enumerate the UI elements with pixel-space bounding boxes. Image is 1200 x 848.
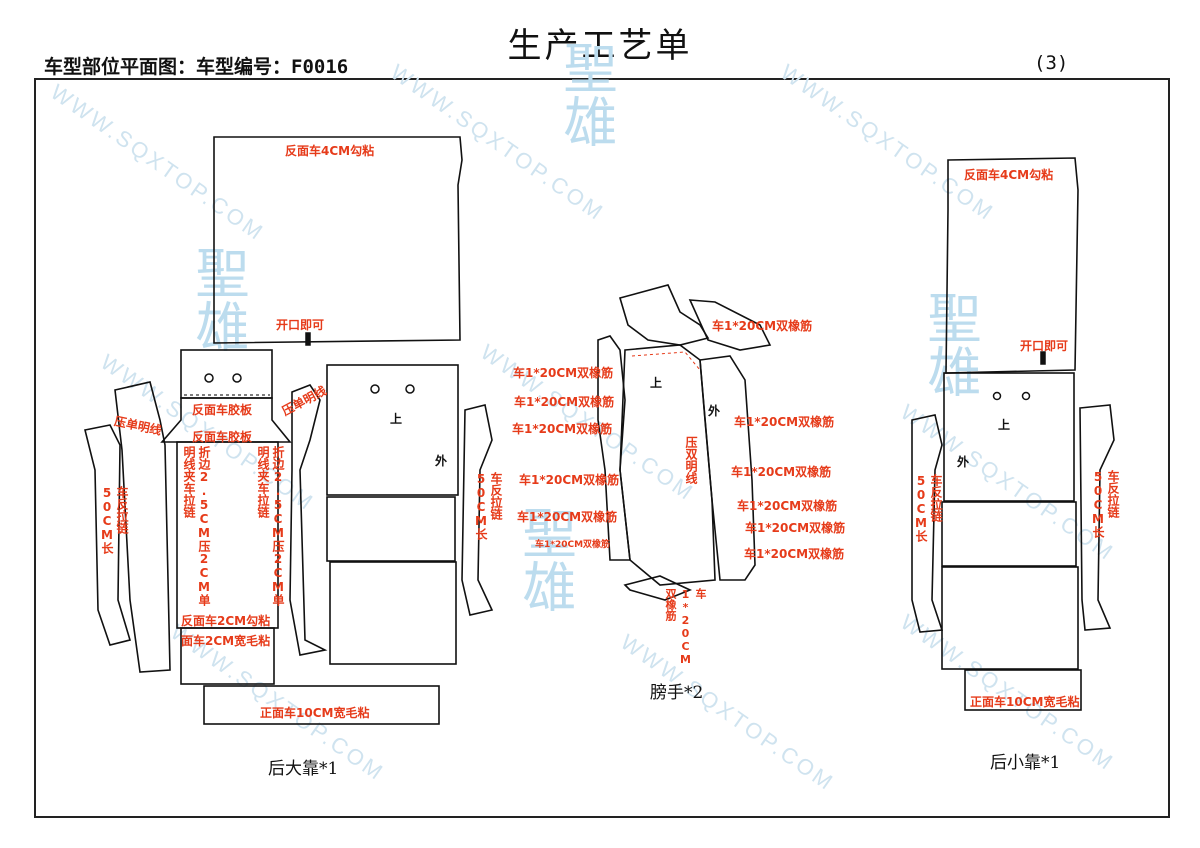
armrest-top-note: 车1*20CM双橡筋: [712, 319, 813, 333]
back-small-low: [941, 566, 1079, 670]
back-large-fold-right: 折边2.5CM压2CM单明线夹车拉链: [256, 446, 285, 606]
armrest-band-note: 车1*20CM双橡筋: [513, 366, 614, 380]
back-large-bottom-note: 反面车2CM勾粘: [181, 614, 271, 628]
back-large-bottom-block: [180, 627, 275, 685]
armrest-band-note: 车1*20CM双橡筋: [517, 510, 618, 524]
armrest-out-label: 外: [708, 404, 721, 418]
back-large-up-label: 上: [390, 412, 403, 426]
back-large-strip-note: 正面车10CM宽毛粘: [260, 706, 370, 720]
back-large-right-curve: [289, 384, 328, 656]
back-small-top-note: 反面车4CM勾粘: [964, 168, 1054, 182]
hole-icon: [992, 391, 1002, 401]
hole-icon: [204, 373, 214, 383]
armrest-right-note: 车1*20CM双橡筋: [731, 465, 832, 479]
armrest-press-note: 压双明线: [684, 436, 698, 484]
back-small-strip-note: 正面车10CM宽毛粘: [970, 695, 1080, 709]
armrest-band-note: 车1*20CM双橡筋: [535, 540, 611, 550]
back-small-up-label: 上: [998, 418, 1011, 432]
back-large-caption: 后大靠*1: [268, 759, 339, 779]
back-large-bottom-note2: 面车2CM宽毛粘: [181, 634, 271, 648]
slot-icon: [1040, 351, 1046, 365]
back-large-bottom-strip: [203, 685, 440, 725]
drawing-frame: [34, 78, 1170, 818]
armrest-band-note: 车1*20CM双橡筋: [519, 473, 620, 487]
back-large-top-panel: [213, 136, 463, 344]
hole-icon: [405, 384, 415, 394]
back-small-left-side: [911, 414, 944, 633]
back-large-outer-left: [84, 424, 132, 646]
armrest-up-label: 上: [650, 376, 663, 390]
armrest-caption: 膀手*2: [650, 683, 704, 703]
armrest-left: [597, 335, 631, 561]
back-small-zip-right: 车反拉链50CM长: [1091, 470, 1120, 538]
back-large-right-panel: [326, 364, 459, 496]
armrest-top-right: [688, 299, 772, 351]
back-small-opening-note: 开口即可: [1020, 339, 1069, 353]
back-large-right-side: [461, 404, 494, 616]
back-large-opening-note: 开口即可: [276, 318, 325, 332]
back-small-right-side: [1079, 404, 1115, 631]
hole-icon: [1021, 391, 1031, 401]
armrest-right-note: 车1*20CM双橡筋: [737, 499, 838, 513]
back-large-glue2: 反面车胶板: [192, 430, 253, 444]
back-large-zip-right: 车反拉链50CM长: [474, 472, 503, 540]
back-large-glue-band: [160, 397, 292, 443]
back-small-caption: 后小靠*1: [990, 753, 1061, 773]
model-subtitle: 车型部位平面图：车型编号：F0016: [44, 56, 349, 78]
armrest-bottom: [623, 575, 693, 601]
back-large-right-mid: [326, 496, 456, 562]
back-large-upper-piece: [180, 349, 273, 399]
hole-icon: [370, 384, 380, 394]
back-small-bottom-strip: [964, 669, 1082, 711]
page-title: 生产工艺单: [507, 26, 693, 66]
back-large-fold-left: 折边2.5CM压2CM单明线夹车拉链: [182, 446, 211, 606]
back-small-mid: [941, 501, 1077, 567]
back-small-out-label: 外: [957, 455, 970, 469]
armrest-band-note: 车1*20CM双橡筋: [514, 395, 615, 409]
hole-icon: [232, 373, 242, 383]
back-large-out-label: 外: [435, 454, 448, 468]
armrest-right: [699, 355, 756, 581]
back-large-zip-left: 车反拉链50CM长: [100, 486, 129, 554]
slot-icon: [305, 332, 311, 346]
armrest-top-piece: [619, 284, 710, 346]
armrest-right-note: 车1*20CM双橡筋: [734, 415, 835, 429]
back-large-top-note: 反面车4CM勾粘: [285, 144, 375, 158]
back-large-right-low: [329, 561, 457, 665]
back-small-zip-left: 车反拉链50CM长: [914, 474, 943, 542]
back-large-left-curve: [114, 381, 171, 673]
armrest-band-note: 车1*20CM双橡筋: [512, 422, 613, 436]
armrest-main: [619, 344, 716, 586]
armrest-right-note: 车1*20CM双橡筋: [745, 521, 846, 535]
page-number: (3): [1034, 52, 1069, 74]
armrest-right-note: 车1*20CM双橡筋: [744, 547, 845, 561]
back-small-top-panel: [945, 157, 1079, 374]
back-small-upper: [943, 372, 1075, 502]
armrest-bottom-note: 车1*20CM双橡筋: [664, 588, 707, 666]
back-large-glue1: 反面车胶板: [192, 403, 253, 417]
